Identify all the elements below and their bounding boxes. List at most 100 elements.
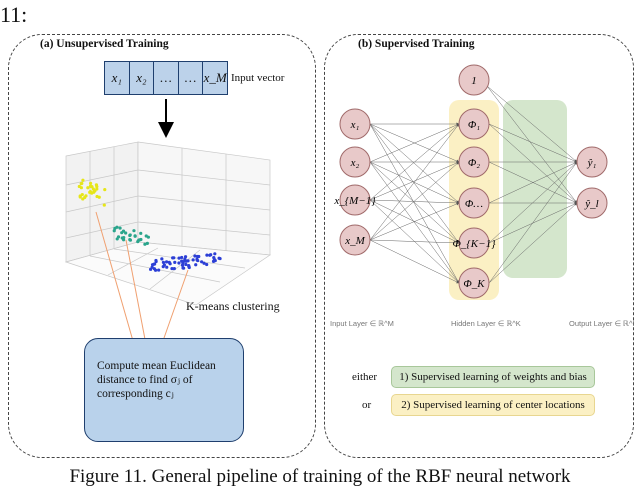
input-node-label: x_{M−1} (333, 195, 376, 207)
scatter-point (165, 265, 169, 269)
hidden-node (458, 108, 490, 140)
weights-highlight (503, 100, 567, 278)
input-node (339, 224, 371, 256)
scatter-point (103, 188, 107, 192)
scatter-point (102, 203, 106, 207)
scatter-point (88, 190, 92, 194)
cluster-arrow (125, 239, 151, 358)
scatter-point (120, 231, 124, 235)
scatter-point (212, 257, 216, 262)
compute-text-line: Compute mean Euclidean (97, 360, 216, 372)
scatter-point (132, 229, 136, 233)
scatter-point (184, 262, 188, 267)
hidden-node-label: Φ₂ (468, 157, 480, 169)
legend-weights-bias: 1) Supervised learning of weights and bi… (391, 366, 595, 388)
input-vector-cell: x₂ (130, 62, 155, 94)
scatter-point (205, 253, 209, 257)
scatter-point (177, 261, 181, 265)
scatter-point (173, 260, 177, 264)
output-node-label: ŷ_l (584, 198, 598, 210)
panel-b-title: (b) Supervised Training (358, 38, 475, 50)
panel-a-title: (a) Unsupervised Training (40, 38, 169, 50)
scatter-point (197, 254, 201, 259)
input-node-label: x₁ (350, 119, 360, 131)
scatter-point (213, 252, 217, 256)
scatter-point (89, 184, 93, 189)
network-edge (486, 85, 578, 163)
bias-node-label: 1 (471, 75, 477, 87)
hidden-node-label: Φ_K (463, 278, 485, 290)
network-edge (369, 161, 460, 204)
scatter-point (208, 253, 212, 257)
compute-distance-box: Compute mean Euclidean distance to find … (84, 338, 244, 442)
network-edge (488, 202, 578, 284)
network-edge (369, 123, 460, 204)
cluster-arrow (95, 211, 140, 358)
scatter-point (160, 257, 164, 261)
scatter-point (181, 261, 185, 265)
network-edge (369, 202, 460, 241)
input-node (339, 146, 371, 178)
compute-text-line: distance to find σⱼ of (97, 374, 193, 386)
compute-text-line: corresponding cⱼ (97, 388, 174, 400)
scatter-point (120, 236, 124, 240)
input-vector: x₁ x₂ … … x_M (104, 61, 228, 95)
input-vector-label: Input vector (231, 72, 285, 84)
scatter-point (217, 256, 221, 260)
scatter-point (95, 194, 99, 199)
scatter-point (80, 181, 84, 186)
network-edge (488, 123, 578, 204)
network-edge (488, 161, 578, 204)
network-edge (488, 202, 578, 244)
input-vector-cell: x₁ (105, 62, 130, 94)
input-node (339, 108, 371, 140)
scatter-point (183, 257, 187, 261)
output-node-label: ŷ₁ (587, 157, 597, 169)
hidden-node (458, 227, 490, 259)
scatter-point (145, 241, 149, 245)
scatter-point (143, 242, 147, 246)
input-node (339, 184, 371, 216)
network-edge (369, 123, 460, 241)
scatter-point (83, 195, 87, 200)
scatter-point (152, 267, 156, 271)
scatter-point (183, 255, 188, 259)
network-edge (486, 85, 578, 204)
network-edge (369, 239, 460, 245)
input-node-label: x_M (344, 235, 365, 247)
unsupervised-training-panel (8, 34, 316, 458)
kmeans-clustering-label: K-means clustering (186, 299, 280, 313)
scatter-point (115, 225, 119, 229)
hidden-node-label: Φ_{K−1} (453, 238, 497, 250)
network-edge (369, 123, 460, 163)
supervised-training-panel (324, 34, 634, 458)
scatter-point (167, 260, 171, 264)
network-edge (369, 123, 460, 284)
legend-or: or (362, 399, 372, 411)
network-edge (488, 161, 578, 284)
scatter-point (128, 233, 132, 237)
scatter-point (77, 184, 81, 189)
scatter-point (139, 231, 143, 235)
scatter-point (161, 260, 166, 264)
scatter-point (136, 239, 140, 244)
scatter-point (128, 238, 133, 242)
scatter-point (81, 178, 85, 182)
scatter-point (154, 259, 158, 264)
output-node (576, 146, 608, 178)
hidden-node-label: Φ… (465, 198, 483, 210)
output-node (576, 187, 608, 219)
legend-center-locations: 2) Supervised learning of center locatio… (391, 394, 595, 416)
page-number: 11: (0, 2, 28, 27)
network-edge (369, 161, 460, 284)
figure-caption: Figure 11. General pipeline of training … (69, 466, 571, 487)
scatter-point (80, 192, 84, 197)
network-edge (369, 161, 460, 244)
input-vector-cell: … (154, 62, 179, 94)
scatter-point (164, 260, 169, 264)
scatter-point (200, 260, 204, 264)
scatter-point (205, 262, 209, 267)
scatter-point (195, 257, 199, 261)
